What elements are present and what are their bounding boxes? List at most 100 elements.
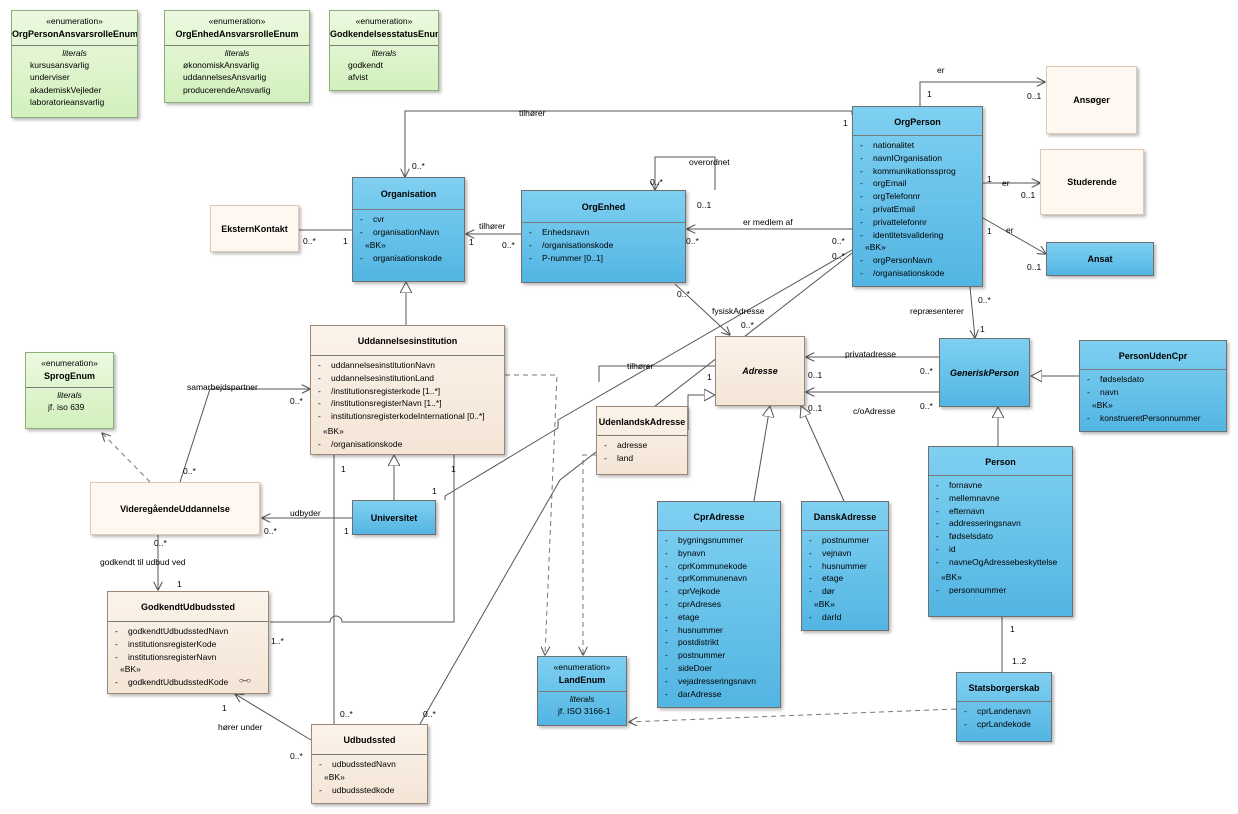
class-udenlandsk-adresse[interactable]: UdenlandskAdresse adresse land (596, 406, 688, 475)
class-orgenhed[interactable]: OrgEnhed Enhedsnavn /organisationskode P… (521, 190, 686, 283)
connector-label-samarbejdspartner: samarbejdspartner (187, 382, 258, 392)
dep-videregaende-sprog (102, 433, 151, 483)
enum-org-person-ansvarsrolle[interactable]: «enumeration» OrgPersonAnsvarsrolleEnum … (11, 10, 138, 118)
class-ansoger[interactable]: Ansøger (1046, 66, 1137, 134)
class-name: Statsborgerskab (968, 683, 1040, 693)
attribute: godkendtUdbudsstedKode (112, 676, 264, 689)
attribute: /organisationskode (526, 239, 681, 252)
stereotype-label: «enumeration» (46, 16, 103, 26)
attribute: vejnavn (806, 547, 884, 560)
bk-label: «BK» (941, 571, 962, 582)
class-generisk-person[interactable]: GeneriskPerson (939, 338, 1030, 407)
class-udbudssted[interactable]: Udbudssted udbudsstedNavn «BK» udbudsste… (311, 724, 428, 804)
attribute: navnIOrganisation (857, 152, 978, 165)
attribute: kommunikationssprog (857, 165, 978, 178)
connector-label-er: er (1006, 225, 1014, 235)
attribute: privatEmail (857, 203, 978, 216)
multiplicity: 1 (432, 486, 437, 496)
class-adresse[interactable]: Adresse (715, 336, 805, 406)
literals-heading: literals (371, 48, 397, 58)
class-studerende[interactable]: Studerende (1040, 149, 1144, 215)
attribute: /institutionsregisterNavn [1..*] (315, 397, 500, 410)
class-name: VideregåendeUddannelse (120, 503, 230, 514)
bk-label: «BK» (365, 239, 386, 250)
attribute: efternavn (933, 505, 1068, 518)
attribute: adresse (601, 439, 683, 452)
multiplicity: 0..* (978, 295, 991, 305)
literal: uddannelsesAnsvarlig (183, 72, 267, 83)
class-person[interactable]: Person fornavne mellemnavne efternavn ad… (928, 446, 1073, 617)
connector-label-co-adresse: c/oAdresse (853, 406, 896, 416)
class-dansk-adresse[interactable]: DanskAdresse postnummer vejnavn husnumme… (801, 501, 889, 631)
class-person-uden-cpr[interactable]: PersonUdenCpr fødselsdato navn «BK» kons… (1079, 340, 1227, 432)
connector-label-godkendt-til-udbud-ved: godkendt til udbud ved (100, 557, 186, 567)
attribute: navn (1084, 386, 1222, 399)
class-ansat[interactable]: Ansat (1046, 242, 1154, 276)
literal: producerendeAnsvarlig (183, 84, 271, 95)
multiplicity: 0..* (920, 401, 933, 411)
multiplicity: 0..1 (808, 403, 823, 413)
key-icon: ○–○ (238, 676, 251, 685)
enum-godkendelsesstatus[interactable]: «enumeration» GodkendelsesstatusEnum lit… (329, 10, 439, 91)
class-statsborgerskab[interactable]: Statsborgerskab cprLandenavn cprLandekod… (956, 672, 1052, 742)
enum-name: SprogEnum (44, 371, 95, 381)
enum-name: GodkendelsesstatusEnum (330, 29, 439, 39)
stereotype-label: «enumeration» (208, 16, 266, 26)
gen-cpr-adresse (753, 406, 770, 502)
multiplicity: 0..* (832, 251, 845, 261)
class-organisation[interactable]: Organisation cvr organisationNavn «BK» o… (352, 177, 465, 282)
literal: økonomiskAnsvarlig (183, 60, 260, 70)
enum-land[interactable]: «enumeration» LandEnum literals jf. ISO … (537, 656, 627, 726)
class-name: Organisation (380, 189, 437, 199)
multiplicity: 1 (980, 324, 985, 334)
class-universitet[interactable]: Universitet (352, 500, 436, 535)
class-uddannelsesinstitution[interactable]: Uddannelsesinstitution uddannelsesinstit… (310, 325, 505, 455)
link-horer-under (235, 694, 312, 741)
multiplicity: 0..1 (697, 200, 712, 210)
connector-label-tilhorer: tilhører (479, 221, 506, 231)
multiplicity: 1 (927, 89, 932, 99)
attribute: husnummer (662, 624, 776, 637)
connector-label-horer-under: hører under (218, 722, 263, 732)
multiplicity: 0..1 (1027, 262, 1042, 272)
attribute: mellemnavne (933, 492, 1068, 505)
gen-dansk-adresse (801, 406, 845, 502)
attribute: institutionsregisterNavn (112, 651, 264, 664)
attribute: organisationNavn (357, 226, 460, 239)
class-godkendt-udbudssted[interactable]: GodkendtUdbudssted godkendtUdbudsstedNav… (107, 591, 269, 694)
attribute: orgPersonNavn (857, 254, 978, 267)
link-orgperson-institution (444, 249, 853, 500)
class-orgperson[interactable]: OrgPerson nationalitet navnIOrganisation… (852, 106, 983, 287)
bk-label: «BK» (865, 242, 886, 253)
attribute: organisationskode (357, 252, 460, 265)
multiplicity: 0..* (264, 526, 277, 536)
class-name: Adresse (742, 366, 778, 376)
multiplicity: 0..* (303, 236, 316, 246)
class-videregaende-uddannelse[interactable]: VideregåendeUddannelse (90, 482, 260, 535)
literal: jf. ISO 3166-1 (558, 706, 611, 716)
multiplicity: 1..* (271, 636, 284, 646)
link-orgenhed-overordnet (655, 156, 716, 190)
literal: jf. iso 639 (48, 402, 85, 412)
literal: godkendt (348, 60, 383, 70)
multiplicity: 1 (451, 464, 456, 474)
dep-institution-land (505, 374, 558, 655)
bk-label: «BK» (120, 664, 141, 675)
enum-name: LandEnum (558, 675, 606, 685)
multiplicity: 0..1 (1021, 190, 1036, 200)
class-name: Studerende (1067, 177, 1117, 187)
bk-label: «BK» (323, 425, 344, 436)
attribute: postdistrikt (662, 636, 776, 649)
connector-label-er-medlem-af: er medlem af (743, 217, 793, 227)
class-name: OrgPerson (894, 117, 941, 127)
class-eksternkontakt[interactable]: EksternKontakt (210, 205, 299, 252)
stereotype-label: «enumeration» (41, 358, 98, 368)
multiplicity: 1 (1010, 624, 1015, 634)
attribute: privattelefonnr (857, 216, 978, 229)
enum-org-enhed-ansvarsrolle[interactable]: «enumeration» OrgEnhedAnsvarsrolleEnum l… (164, 10, 310, 103)
class-cpr-adresse[interactable]: CprAdresse bygningsnummer bynavn cprKomm… (657, 501, 781, 708)
enum-sprog[interactable]: «enumeration» SprogEnum literals jf. iso… (25, 352, 114, 429)
link-repraesenterer (969, 286, 975, 338)
class-name: PersonUdenCpr (1118, 351, 1188, 361)
attribute: P-nummer [0..1] (526, 252, 681, 265)
